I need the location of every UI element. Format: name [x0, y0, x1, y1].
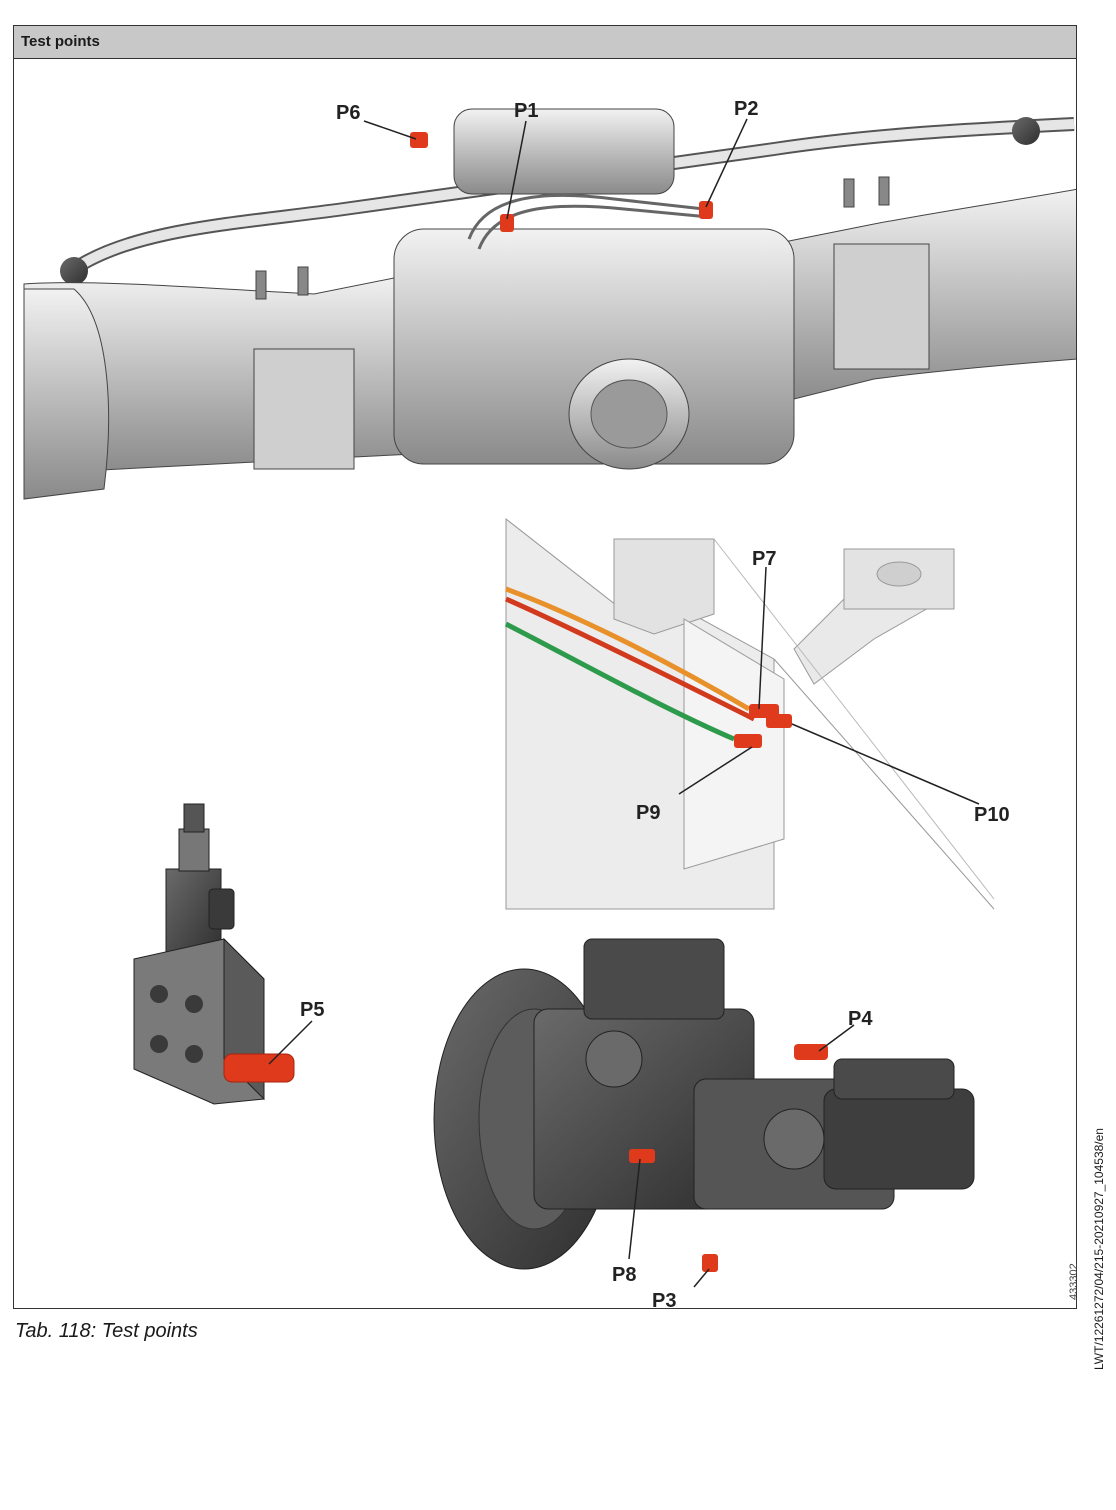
- callout-p4: P4: [848, 1008, 873, 1030]
- test-point-p1-marker: [500, 214, 514, 232]
- callout-p2: P2: [734, 98, 758, 120]
- table-caption: Tab. 118: Test points: [15, 1320, 198, 1342]
- callout-p10: P10: [974, 804, 1010, 826]
- test-points-table: Test points: [13, 25, 1077, 1309]
- callout-p8: P8: [612, 1264, 636, 1286]
- test-point-p2-marker: [699, 201, 713, 219]
- test-point-p9-marker: [734, 734, 762, 748]
- test-point-p3-marker: [702, 1254, 718, 1272]
- frame-detail-illustration: [504, 517, 995, 910]
- callout-p6: P6: [336, 102, 360, 124]
- test-point-p8-marker: [629, 1149, 655, 1163]
- callout-p1: P1: [514, 100, 538, 122]
- callout-p3: P3: [652, 1290, 676, 1309]
- axle-illustration: [23, 108, 1076, 500]
- test-point-p5-marker: [223, 1053, 295, 1083]
- table-header-title: Test points: [21, 33, 100, 50]
- image-number: 433302: [1068, 1263, 1080, 1300]
- valve-block-illustration: [133, 803, 295, 1105]
- test-point-p6-marker: [410, 132, 428, 148]
- table-header: Test points: [14, 26, 1076, 59]
- figure-drawing: P6 P1 P2: [23, 98, 1076, 1309]
- callout-p7: P7: [752, 548, 776, 570]
- callout-p5: P5: [300, 999, 324, 1021]
- pump-illustration: [433, 938, 975, 1272]
- test-point-p10-marker: [766, 714, 792, 728]
- test-point-p4-marker: [794, 1044, 828, 1060]
- callout-p9: P9: [636, 802, 660, 824]
- document-reference: LWT/12261272/04/215-20210927_104538/en: [1092, 1128, 1106, 1370]
- test-points-figure: P6 P1 P2: [14, 59, 1076, 1309]
